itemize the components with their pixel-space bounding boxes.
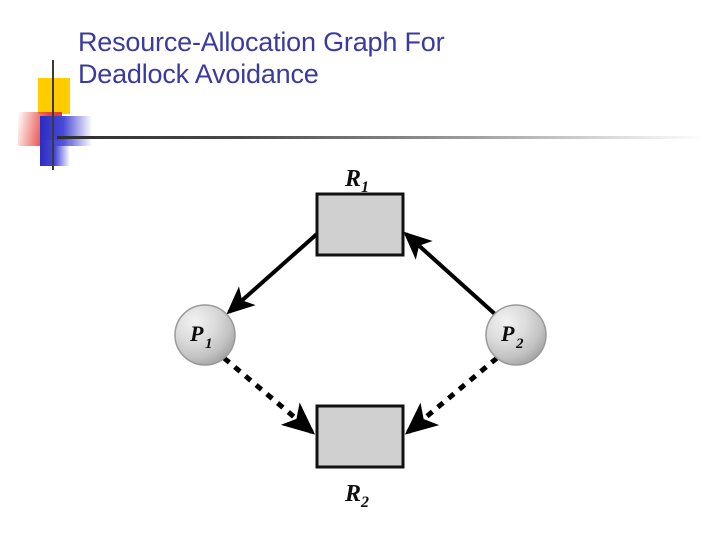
p1-circle [174, 304, 236, 366]
edge-p2-to-r1-assignment [403, 231, 498, 317]
r1-label-subscript: 1 [361, 179, 369, 196]
p2-label-subscript: 2 [515, 336, 524, 352]
r2-label-subscript: 2 [360, 494, 369, 511]
edge-r1-to-p1-assignment [226, 231, 320, 315]
page-title: Resource-Allocation Graph For Deadlock A… [78, 27, 445, 89]
r1-rectangle [315, 192, 405, 257]
edge-p2-to-r2-claim [404, 356, 499, 435]
title-underline-rule [57, 136, 707, 139]
edge-p1-to-r2-claim [222, 356, 316, 435]
process-node-p2[interactable]: P 2 [485, 304, 547, 366]
r2-rectangle [315, 404, 405, 469]
p2-circle [485, 304, 547, 366]
graph-edges [222, 231, 499, 435]
resource-node-r1[interactable]: R 1 [315, 166, 405, 257]
r2-label: R [344, 481, 361, 507]
p2-label: P [500, 321, 515, 346]
resource-node-r2[interactable]: R 2 [315, 404, 405, 511]
r1-label: R [344, 166, 361, 192]
p1-label: P [189, 321, 204, 346]
p1-label-subscript: 1 [205, 336, 213, 352]
process-node-p1[interactable]: P 1 [174, 304, 236, 366]
